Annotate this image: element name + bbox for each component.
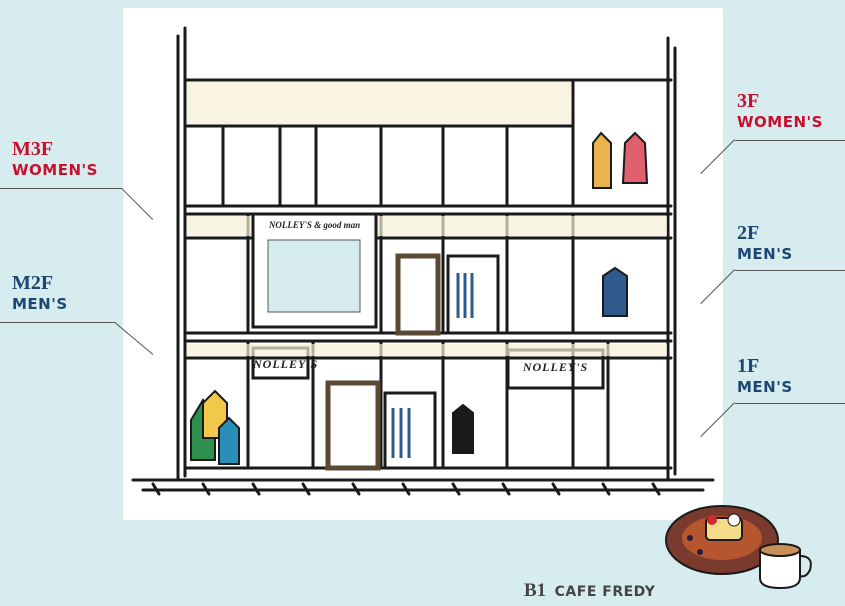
underline-2f: [735, 270, 845, 271]
building-illustration: [123, 8, 723, 520]
floor-code: M3F: [12, 138, 98, 160]
cafe-label: B1 CAFE FREDY: [524, 580, 655, 602]
floor-label-2f: 2F MEN'S: [737, 222, 793, 264]
underline-m3f: [0, 188, 122, 189]
floor-label-m2f: M2F MEN'S: [12, 272, 68, 314]
cafe-floor-code: B1: [524, 580, 546, 601]
floor-dept: MEN'S: [737, 377, 793, 397]
underline-1f: [735, 403, 845, 404]
poster-title: NOLLEY'S & good man: [253, 220, 376, 230]
floor-code: M2F: [12, 272, 68, 294]
floor-code: 2F: [737, 222, 793, 244]
store-sign-left: NOLLEY'S: [253, 357, 308, 372]
floor-code: 1F: [737, 355, 793, 377]
cafe-illustration: [660, 498, 830, 590]
floor-dept: MEN'S: [737, 244, 793, 264]
floor-label-m3f: M3F WOMEN'S: [12, 138, 98, 180]
floor-label-1f: 1F MEN'S: [737, 355, 793, 397]
floor-dept: WOMEN'S: [737, 112, 823, 132]
underline-3f: [735, 140, 845, 141]
floor-label-3f: 3F WOMEN'S: [737, 90, 823, 132]
underline-m2f: [0, 322, 115, 323]
store-sign-right: NOLLEY'S: [508, 360, 603, 375]
floor-dept: MEN'S: [12, 294, 68, 314]
floor-dept: WOMEN'S: [12, 160, 98, 180]
cafe-name: CAFE FREDY: [555, 584, 656, 600]
floor-code: 3F: [737, 90, 823, 112]
